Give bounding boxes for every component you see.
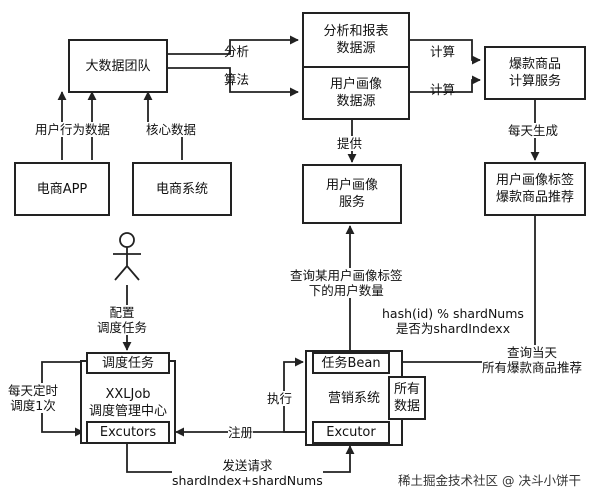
watermark: 稀土掘金技术社区 @ 决斗小饼干 (398, 473, 581, 488)
person-icon (113, 232, 141, 281)
label-send-request: 发送请求 shardIndex+shardNums (172, 458, 323, 488)
label-config-schedule: 配置 调度任务 (97, 305, 148, 335)
label-daily-generate: 每天生成 (508, 123, 559, 138)
label-query-today: 查询当天 所有爆款商品推荐 (482, 345, 583, 375)
portrait-service-box: 用户画像 服务 (302, 164, 402, 224)
executors-box: Excutors (86, 421, 170, 444)
label-execute: 执行 (267, 391, 293, 406)
label-compute-1: 计算 (430, 44, 456, 59)
tag-recommend-box: 用户画像标签 爆款商品推荐 (484, 162, 586, 216)
label-user-behavior: 用户行为数据 (35, 122, 111, 137)
edge-query-today (391, 216, 536, 367)
hot-service-box: 爆款商品 计算服务 (484, 46, 586, 100)
ecommerce-app-box: 电商APP (14, 162, 110, 216)
analysis-source-box: 分析和报表 数据源 (302, 12, 410, 68)
edge-algorithm (168, 67, 299, 97)
edge-analysis (168, 35, 299, 55)
scheduler-task-box: 调度任务 (86, 352, 170, 374)
label-algorithm: 算法 (224, 72, 250, 87)
label-compute-2: 计算 (430, 82, 456, 97)
label-provide: 提供 (337, 136, 363, 151)
ecommerce-system-box: 电商系统 (132, 162, 232, 216)
big-data-team-label: 大数据团队 (85, 58, 151, 74)
task-bean-box: 任务Bean (312, 352, 390, 374)
label-hash-check: hash(id) % shardNums 是否为shardIndexx (382, 306, 524, 336)
label-analysis: 分析 (224, 44, 250, 59)
big-data-team-box: 大数据团队 (68, 39, 168, 93)
edge-compute-1 (410, 39, 481, 65)
portrait-source-box: 用户画像 数据源 (302, 66, 410, 120)
label-query-users: 查询某用户画像标签 下的用户数量 (290, 268, 403, 298)
executor-box: Excutor (312, 421, 390, 444)
edge-compute-2 (410, 75, 481, 93)
all-data-box: 所有 数据 (388, 376, 426, 420)
label-daily-timer: 每天定时 调度1次 (8, 383, 59, 413)
label-core-data: 核心数据 (146, 122, 197, 137)
label-register: 注册 (228, 425, 254, 440)
